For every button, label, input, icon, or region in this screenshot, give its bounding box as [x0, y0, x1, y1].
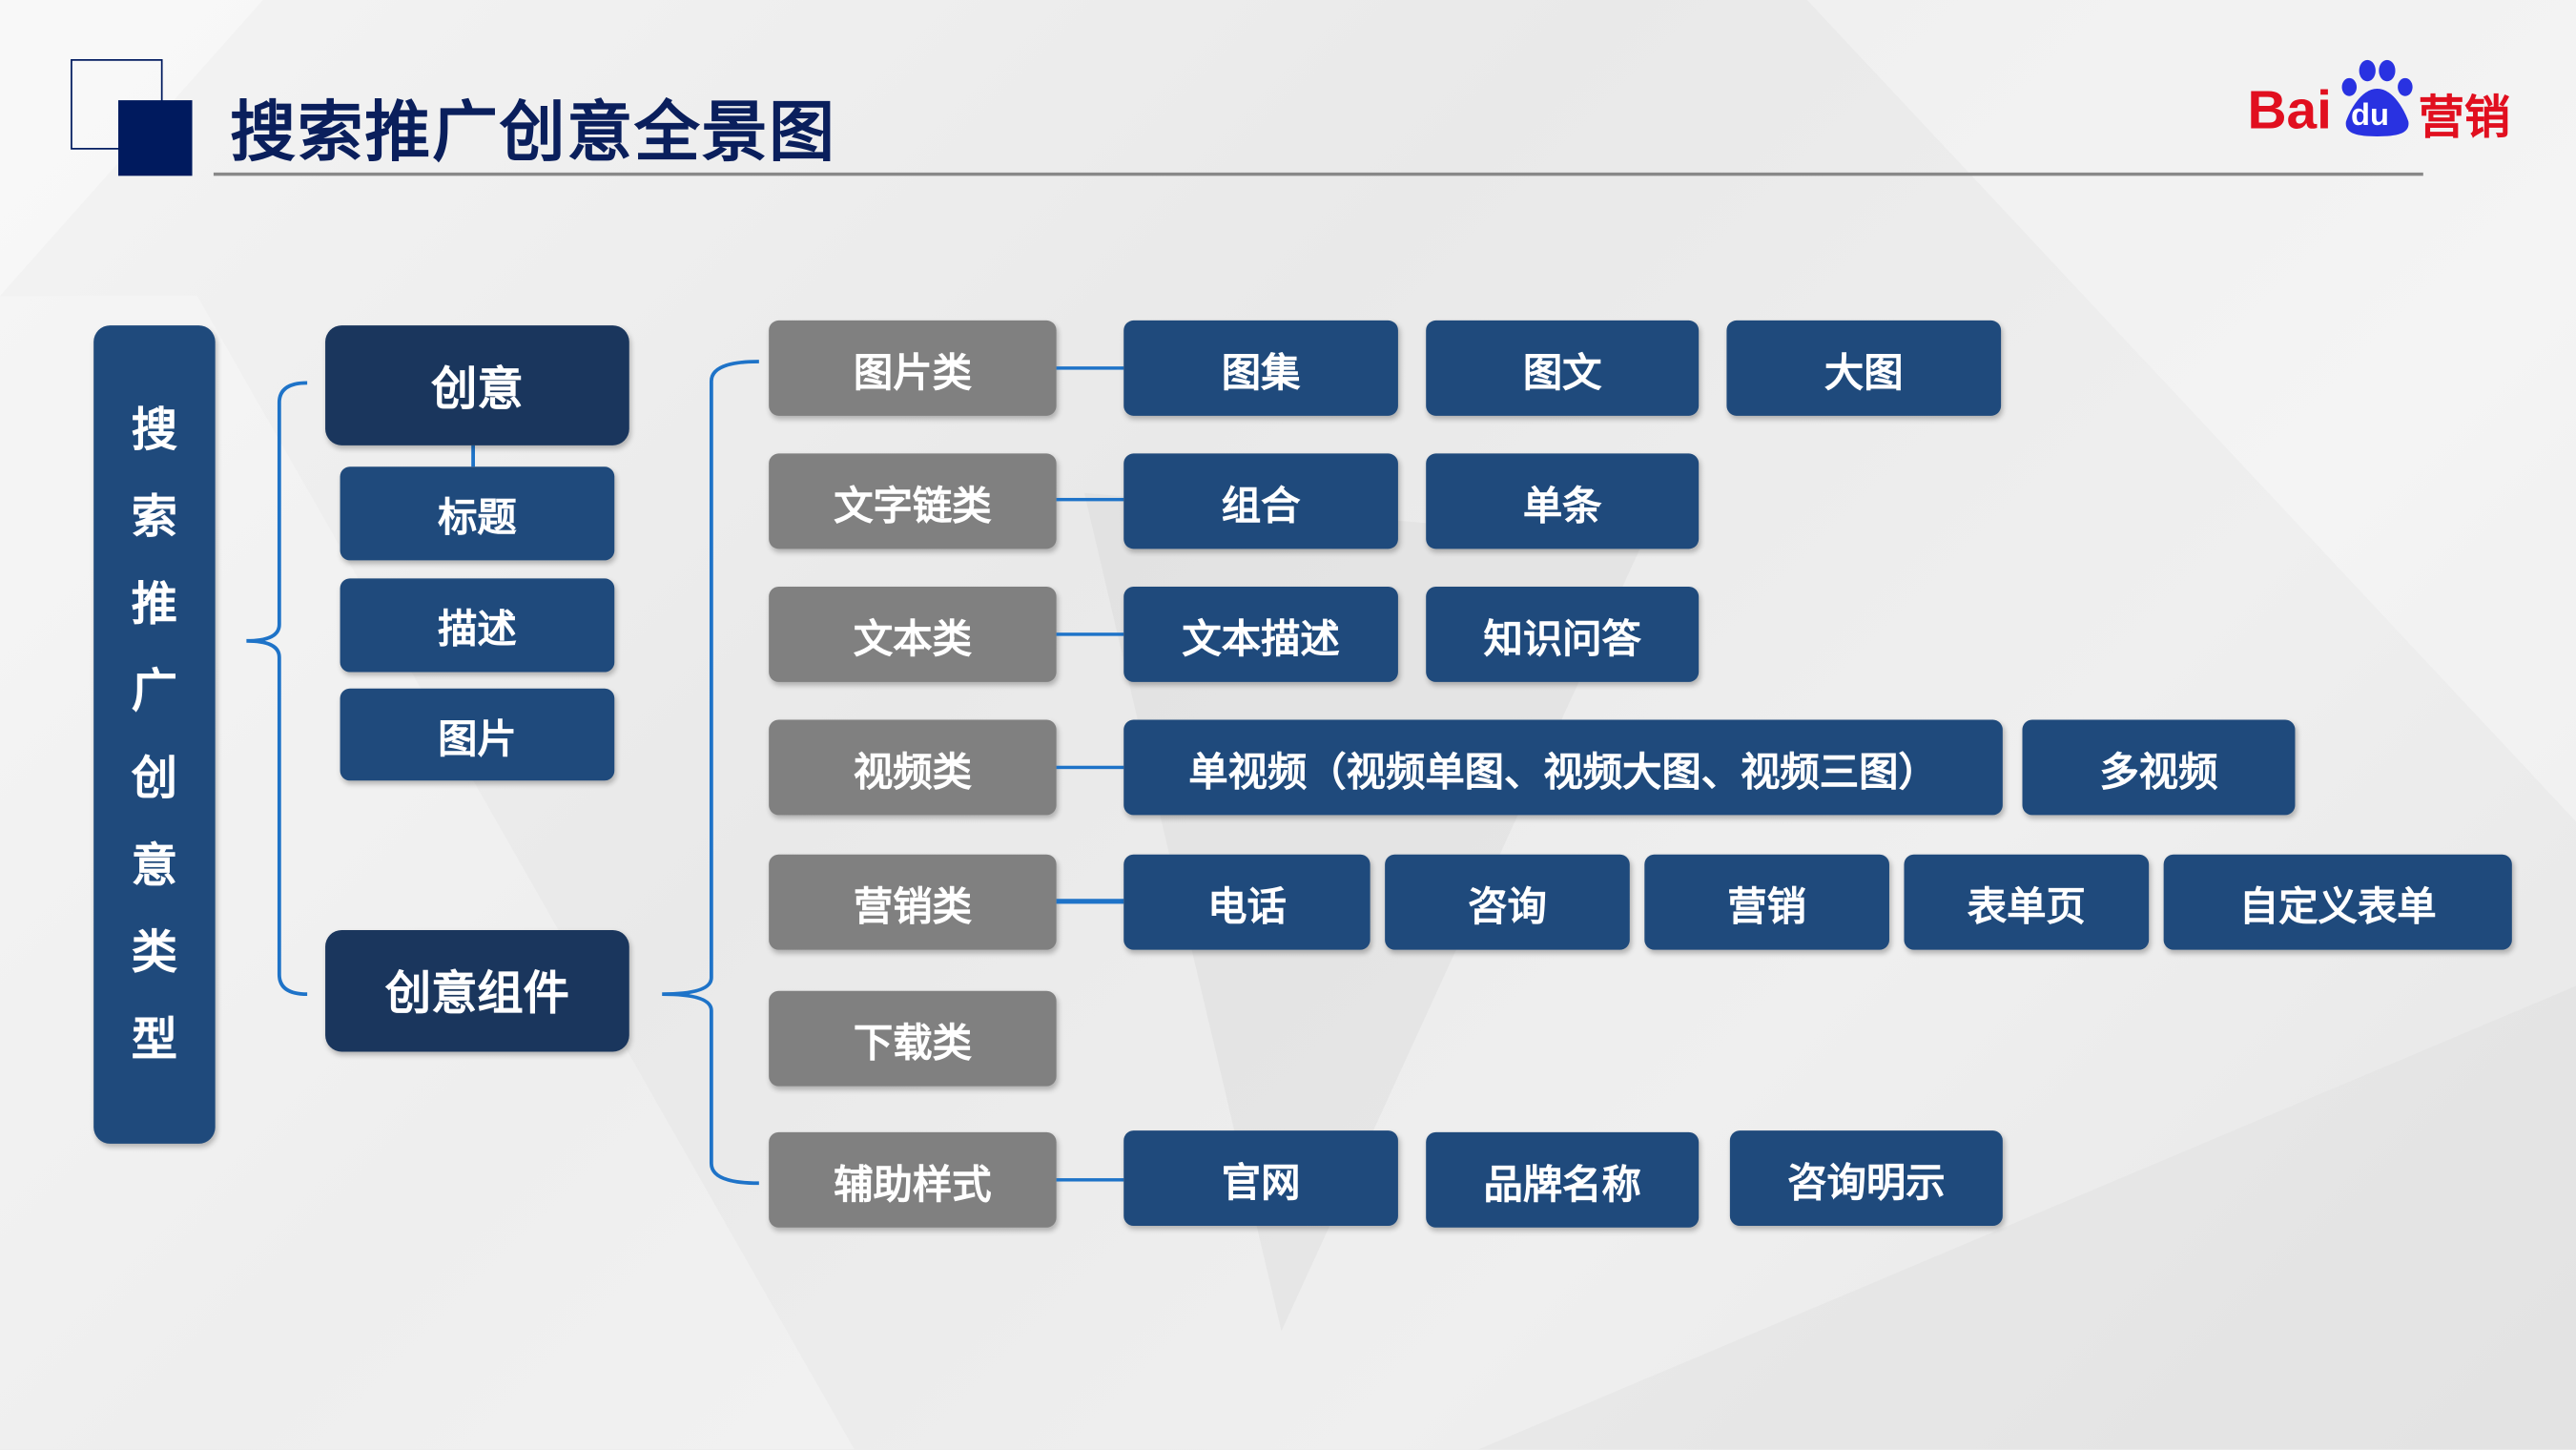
- item-node[interactable]: 文本描述: [1123, 586, 1398, 682]
- item-node[interactable]: 品牌名称: [1426, 1131, 1700, 1228]
- item-node[interactable]: 自定义表单: [2163, 854, 2512, 950]
- page-title: 搜索推广创意全景图: [230, 94, 836, 172]
- connector: [1056, 899, 1124, 904]
- baidu-logo: Bai du 营销: [2247, 52, 2526, 145]
- category-video[interactable]: 视频类: [769, 719, 1057, 816]
- root-char: 索: [131, 489, 178, 545]
- item-node[interactable]: 大图: [1726, 320, 2002, 416]
- item-node[interactable]: 电话: [1123, 854, 1370, 950]
- category-text[interactable]: 文本类: [769, 586, 1057, 682]
- connector: [1056, 632, 1124, 636]
- item-node[interactable]: 单视频（视频单图、视频大图、视频三图）: [1123, 719, 2003, 816]
- root-char: 推: [131, 576, 178, 632]
- item-node[interactable]: 咨询: [1385, 854, 1630, 950]
- item-node[interactable]: 组合: [1123, 453, 1398, 549]
- category-download[interactable]: 下载类: [769, 990, 1057, 1087]
- root-char: 广: [131, 663, 178, 718]
- root-char: 类: [131, 924, 178, 980]
- item-node[interactable]: 咨询明示: [1729, 1130, 2003, 1227]
- item-node[interactable]: 官网: [1123, 1130, 1398, 1227]
- category-marketing[interactable]: 营销类: [769, 854, 1057, 950]
- item-node[interactable]: 单条: [1426, 453, 1700, 549]
- item-node[interactable]: 多视频: [2022, 719, 2296, 816]
- root-node: 搜 索 推 广 创 意 类 型: [93, 325, 216, 1144]
- connector: [1056, 1178, 1124, 1182]
- node-headline[interactable]: 标题: [340, 466, 615, 561]
- node-component[interactable]: 创意组件: [325, 929, 629, 1052]
- item-node[interactable]: 表单页: [1904, 854, 2150, 950]
- node-description[interactable]: 描述: [340, 578, 615, 673]
- logo-cn: 营销: [2418, 90, 2511, 145]
- category-auxiliary[interactable]: 辅助样式: [769, 1131, 1057, 1228]
- logo-latin: Bai: [2247, 78, 2332, 140]
- category-text-link[interactable]: 文字链类: [769, 453, 1057, 549]
- item-node[interactable]: 营销: [1644, 854, 1889, 950]
- root-char: 创: [131, 751, 178, 806]
- item-node[interactable]: 图文: [1426, 320, 1700, 416]
- logo-paw-text: du: [2351, 98, 2390, 134]
- node-creative[interactable]: 创意: [325, 325, 629, 445]
- root-char: 型: [131, 1012, 178, 1067]
- node-image[interactable]: 图片: [340, 688, 615, 781]
- item-node[interactable]: 知识问答: [1426, 586, 1700, 682]
- paw-icon: [2341, 59, 2413, 136]
- connector: [1056, 497, 1124, 502]
- root-char: 搜: [131, 403, 178, 457]
- root-char: 意: [131, 838, 178, 893]
- connector: [1056, 765, 1124, 770]
- item-node[interactable]: 图集: [1123, 320, 1398, 416]
- title-divider: [213, 172, 2423, 176]
- category-image[interactable]: 图片类: [769, 320, 1057, 416]
- connector: [1056, 366, 1124, 370]
- deco-filled-square: [118, 100, 193, 176]
